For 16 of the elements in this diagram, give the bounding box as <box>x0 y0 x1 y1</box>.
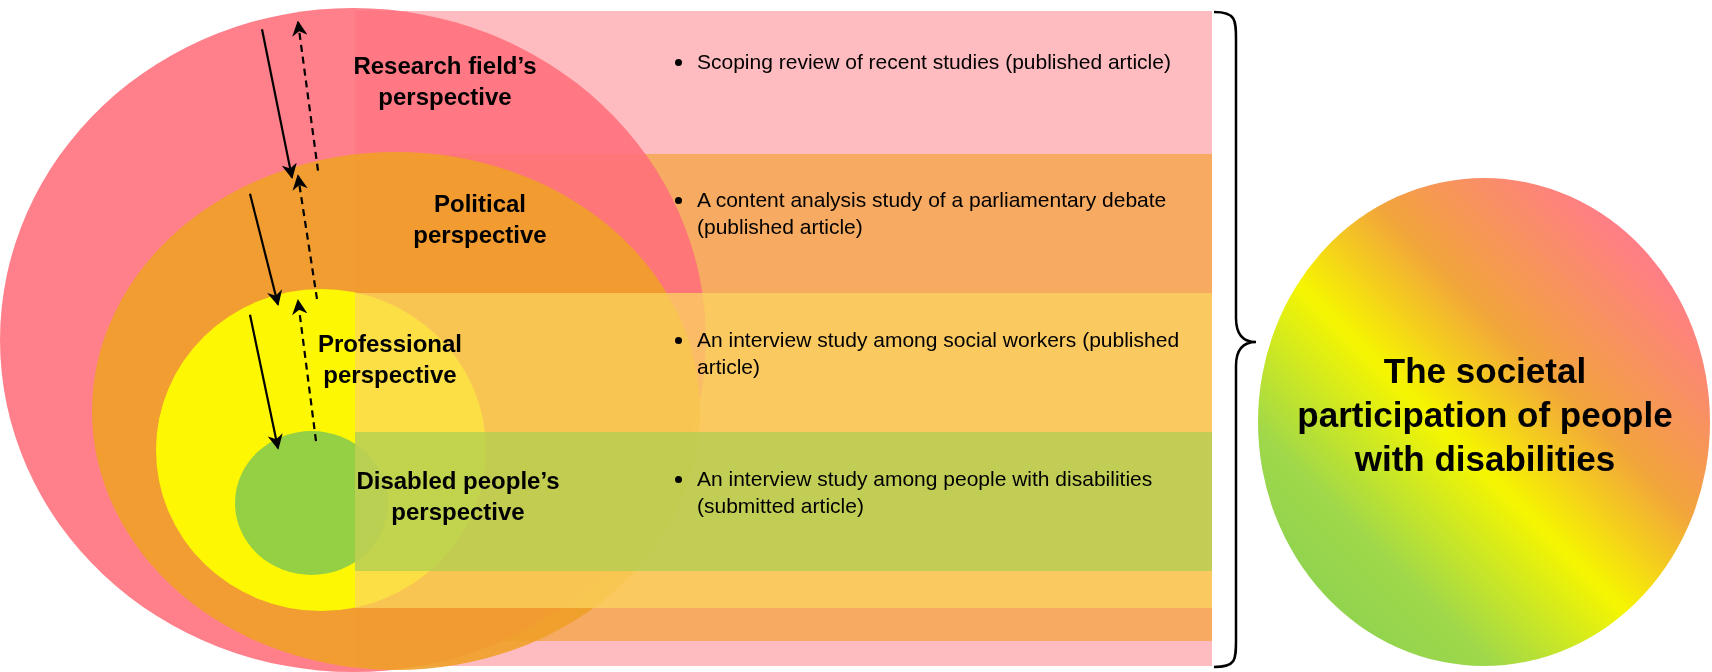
heading-text: Disabled people’s perspective <box>355 466 561 528</box>
heading-text: The societal participation of people with disabilities <box>1296 350 1674 480</box>
heading-text: Research field’s perspective <box>352 51 538 113</box>
band-panel <box>355 432 1212 571</box>
heading-text: Professional perspective <box>316 329 463 391</box>
arrow <box>248 193 283 307</box>
bullet-text: An interview study among people with disabilities (submitted article) <box>697 466 1154 520</box>
arrow <box>248 314 283 450</box>
dashed-arrow <box>292 174 319 300</box>
bullet-text: An interview study among social workers (published article) <box>697 327 1181 381</box>
dashed-arrow <box>292 299 318 442</box>
bullet-text: A content analysis study of a parliamentary debate (published article) <box>697 187 1168 241</box>
dashed-arrow <box>292 20 320 171</box>
arrow <box>260 29 297 180</box>
heading-text: Political perspective <box>412 189 548 251</box>
bullet-text: Scoping review of recent studies (published article) <box>697 49 1172 75</box>
